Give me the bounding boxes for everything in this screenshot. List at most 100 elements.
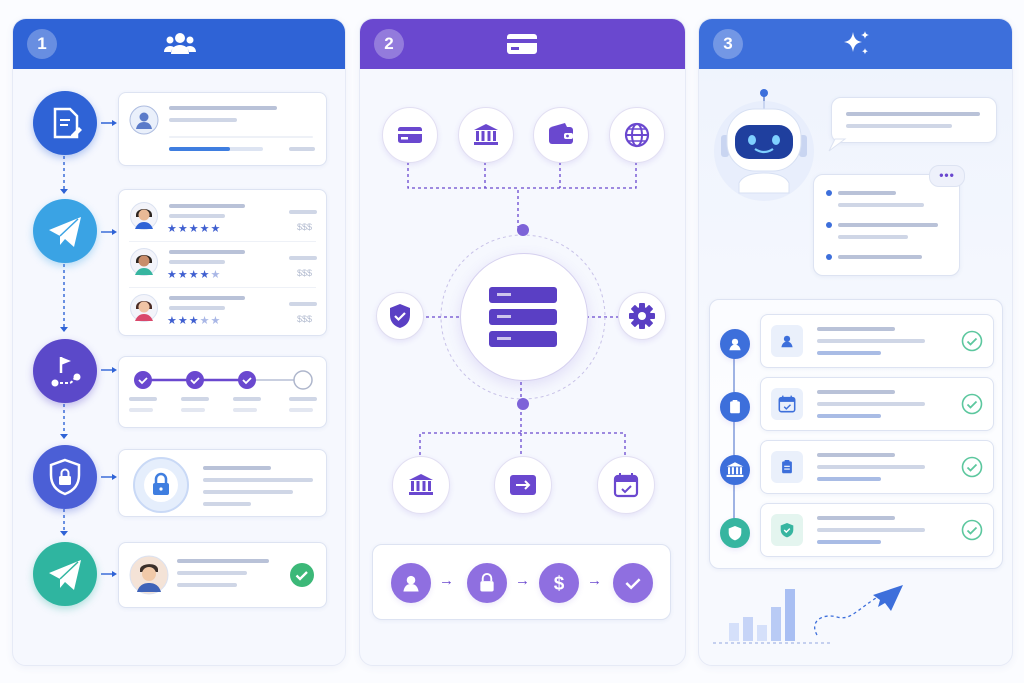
star-icon: ★ (199, 269, 211, 281)
globe-icon (624, 122, 650, 148)
calendar-node (597, 456, 655, 514)
lock-badge (133, 457, 189, 513)
dollar-node: $ (539, 563, 579, 603)
server-hub (460, 253, 588, 381)
chat-bubble-bot (831, 97, 997, 143)
check-circle-icon (961, 330, 983, 352)
user-avatar-icon (129, 105, 159, 135)
price-label: $$$ (297, 222, 313, 232)
panel-payments: 2 (359, 18, 686, 666)
panel-1-header: 1 (13, 19, 345, 69)
arrow-icon: → (587, 572, 602, 589)
star-icon: ★ (210, 223, 222, 235)
bank-icon (726, 462, 744, 477)
task-timeline (733, 338, 735, 530)
task-row (760, 377, 994, 431)
panel-onboarding: 1 (12, 18, 346, 666)
paper-plane-icon (49, 217, 81, 247)
wallet-icon (549, 123, 573, 144)
star-icon: ★ (177, 315, 189, 327)
side-node-shield (376, 292, 424, 340)
task-row (760, 314, 994, 368)
task-thumb (771, 325, 803, 357)
bank-node (458, 107, 514, 163)
user-node (720, 329, 750, 359)
chat-tail (828, 138, 847, 152)
review-row: ★★★★★$$$ (119, 292, 326, 336)
reviews-card: ★★★★★$$$★★★★★$$$★★★★★$$$ (118, 189, 327, 336)
bank-icon (474, 124, 498, 145)
shield-lock-icon (49, 458, 81, 496)
bank-node (392, 456, 450, 514)
transfer-arrow-node (494, 456, 552, 514)
tracker-steps (134, 370, 313, 390)
check-icon (290, 563, 314, 587)
price-label: $$$ (297, 268, 313, 278)
step-number-badge: 2 (374, 29, 404, 59)
bank-icon (409, 474, 433, 495)
star-icon: ★ (210, 315, 222, 327)
transfer-arrow-icon (510, 475, 536, 495)
growth-chart-illustration (713, 585, 903, 644)
step-circle-document (33, 91, 97, 155)
robot-icon (714, 89, 814, 201)
task-row (760, 503, 994, 557)
star-icon: ★ (199, 223, 211, 235)
check-circle-icon (961, 393, 983, 415)
task-thumb (771, 451, 803, 483)
task-row (760, 440, 994, 494)
wallet-node (533, 107, 589, 163)
panel-3-header: 3 (699, 19, 1012, 69)
check-icon (625, 578, 641, 590)
dollar-icon: $ (554, 574, 565, 595)
tracker-step-done (238, 371, 256, 389)
bank-node (720, 455, 750, 485)
security-card (118, 449, 327, 517)
review-row: ★★★★★$$$ (119, 200, 326, 244)
clipboard-icon (782, 460, 792, 474)
lock-node (467, 563, 507, 603)
star-icon: ★ (188, 269, 200, 281)
step-circle-deliver (33, 542, 97, 606)
tracker-step-done (186, 371, 204, 389)
payment-flow-card: → → $ → (372, 544, 671, 620)
arrow-icon: → (515, 572, 530, 589)
star-icon: ★ (199, 315, 211, 327)
lock-icon (144, 468, 178, 502)
check-circle-icon (961, 519, 983, 541)
clipboard-icon (730, 400, 740, 414)
star-icon: ★ (188, 223, 200, 235)
star-icon: ★ (177, 269, 189, 281)
credit-card-icon (507, 34, 537, 54)
svg-text:$: $ (554, 574, 565, 595)
calendar-icon (613, 473, 639, 498)
arrow-icon: → (439, 572, 454, 589)
step-circle-security (33, 445, 97, 509)
tracker-card (118, 356, 327, 428)
chat-bubble-reply (813, 174, 960, 276)
profile-card (118, 92, 327, 166)
step-connectors (60, 120, 117, 577)
step-circle-route (33, 339, 97, 403)
user-node (391, 563, 431, 603)
users-icon (164, 33, 196, 54)
tracker-step-pending (293, 370, 313, 390)
panel-2-header: 2 (360, 19, 685, 69)
check-circle-icon (961, 456, 983, 478)
network-connectors (407, 162, 637, 461)
user-icon (729, 338, 741, 351)
step-circle-send (33, 199, 97, 263)
star-icon: ★ (167, 223, 178, 235)
avatar (130, 248, 158, 276)
credit-card-icon (398, 127, 422, 143)
star-icon: ★ (177, 223, 189, 235)
document-edit-icon (53, 107, 82, 139)
user-icon (403, 575, 419, 592)
step-number-badge: 3 (713, 29, 743, 59)
lock-icon (480, 573, 494, 592)
check-node (613, 563, 653, 603)
price-label: $$$ (297, 314, 313, 324)
typing-indicator: ••• (929, 165, 965, 187)
star-icon: ★ (167, 315, 178, 327)
clipboard-node (720, 392, 750, 422)
